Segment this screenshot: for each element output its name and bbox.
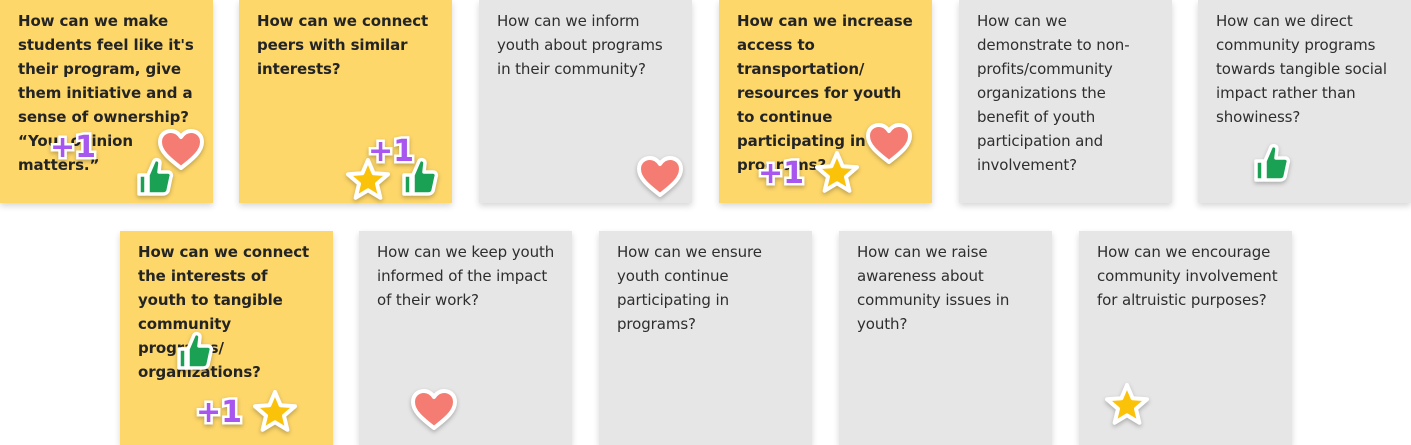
note-text: How can we ensure youth continue partici… xyxy=(617,243,762,333)
star-icon[interactable] xyxy=(1104,382,1150,426)
sticky-note[interactable]: How can we make students feel like it's … xyxy=(0,0,213,203)
note-text: How can we inform youth about programs i… xyxy=(497,12,663,78)
note-text: How can we keep youth informed of the im… xyxy=(377,243,555,309)
plus-one-icon[interactable]: +1 xyxy=(755,151,806,194)
thumbs-up-icon[interactable] xyxy=(135,156,175,198)
thumbs-up-icon[interactable] xyxy=(1252,142,1292,184)
plus-one-icon[interactable]: +1 xyxy=(47,125,98,168)
note-text: How can we increase access to transporta… xyxy=(737,12,913,174)
sticky-note[interactable]: How can we encourage community involveme… xyxy=(1079,231,1292,445)
plus-one-icon[interactable]: +1 xyxy=(365,129,416,172)
heart-icon[interactable] xyxy=(411,389,457,431)
sticky-note[interactable]: How can we direct community programs tow… xyxy=(1198,0,1411,203)
note-text: How can we direct community programs tow… xyxy=(1216,12,1387,126)
note-text: How can we connect the interests of yout… xyxy=(138,243,310,381)
sticky-note[interactable]: How can we ensure youth continue partici… xyxy=(599,231,812,445)
sticky-note[interactable]: How can we keep youth informed of the im… xyxy=(359,231,572,445)
note-text: How can we encourage community involveme… xyxy=(1097,243,1278,309)
heart-icon[interactable] xyxy=(637,156,683,198)
thumbs-up-icon[interactable] xyxy=(175,330,215,372)
svg-text:+1: +1 xyxy=(758,156,804,191)
note-text: How can we make students feel like it's … xyxy=(18,12,194,174)
heart-icon[interactable] xyxy=(158,129,204,171)
star-icon[interactable] xyxy=(252,389,298,433)
star-icon[interactable] xyxy=(345,157,391,201)
svg-text:+1: +1 xyxy=(368,134,414,169)
sticky-note[interactable]: How can we raise awareness about communi… xyxy=(839,231,1052,445)
plus-one-icon[interactable]: +1 xyxy=(193,390,244,433)
note-text: How can we demonstrate to non-profits/co… xyxy=(977,12,1130,174)
note-text: How can we connect peers with similar in… xyxy=(257,12,429,78)
thumbs-up-icon[interactable] xyxy=(400,156,440,198)
star-icon[interactable] xyxy=(814,150,860,194)
svg-text:+1: +1 xyxy=(196,395,242,430)
sticky-note[interactable]: How can we demonstrate to non-profits/co… xyxy=(959,0,1172,203)
svg-text:+1: +1 xyxy=(50,130,96,165)
note-text: How can we raise awareness about communi… xyxy=(857,243,1010,333)
heart-icon[interactable] xyxy=(866,123,912,165)
